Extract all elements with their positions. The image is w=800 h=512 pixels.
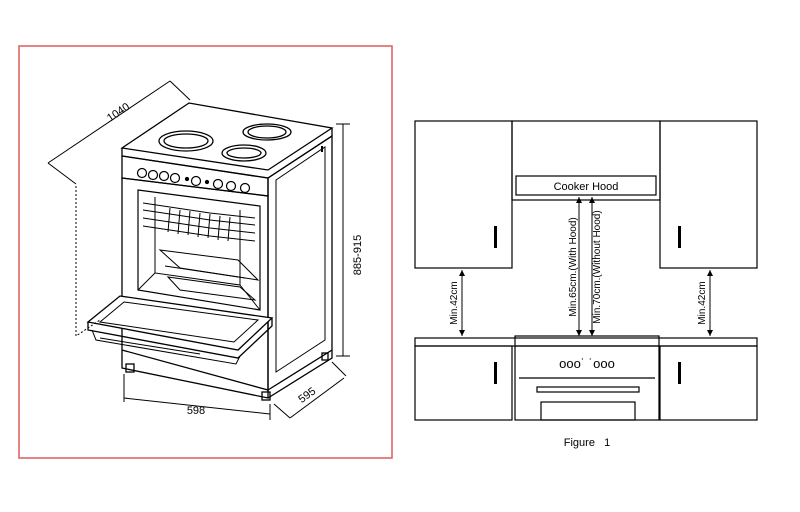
left-clearance-label: Min.42cm	[449, 281, 460, 324]
burner	[221, 144, 267, 162]
upper-cabinet-left	[414, 120, 513, 269]
width-label: 598	[187, 405, 205, 417]
oven-side	[267, 134, 333, 392]
figure-caption: Figure 1	[564, 437, 610, 449]
height-label: 885-915	[352, 235, 364, 275]
stove-knobs: ooo˙ ˙ooo	[559, 356, 615, 371]
oven-dimension-panel: 1040 885-915 598 595	[18, 45, 393, 459]
oven-drawing	[86, 102, 334, 401]
burner	[247, 125, 287, 139]
upper-cabinet-right	[659, 120, 758, 269]
oven-racks	[142, 202, 256, 242]
burner	[226, 147, 262, 159]
lower-cabinet-right	[659, 345, 758, 421]
burner	[158, 130, 214, 152]
countertop	[414, 337, 758, 347]
kitchen-clearance-panel: Cooker Hood Min.42cm Min.42cm Min.65cm.(…	[414, 120, 758, 449]
lower-cabinet-left	[414, 345, 513, 421]
oven-door	[86, 295, 274, 351]
baking-tray	[158, 249, 260, 281]
hob-top	[120, 102, 334, 171]
panel-frame	[18, 45, 393, 459]
dimension-lines	[47, 80, 350, 420]
burner	[242, 123, 292, 141]
cabinet-handles	[494, 226, 681, 384]
stove-oven-window	[540, 401, 636, 421]
oven-cavity	[137, 189, 261, 311]
stove-handle	[536, 386, 640, 393]
right-clearance-label: Min.42cm	[697, 281, 708, 324]
with-hood-label: Min.65cm.(With Hood)	[568, 217, 579, 316]
cooker-hood-label: Cooker Hood	[554, 181, 619, 193]
burner	[163, 133, 209, 149]
cooker-hood	[515, 175, 657, 196]
depth-open-label: 1040	[105, 101, 132, 125]
depth-label: 595	[296, 385, 318, 405]
without-hood-label: Min.70cm.(Without Hood)	[592, 210, 603, 323]
control-knobs	[136, 167, 251, 194]
